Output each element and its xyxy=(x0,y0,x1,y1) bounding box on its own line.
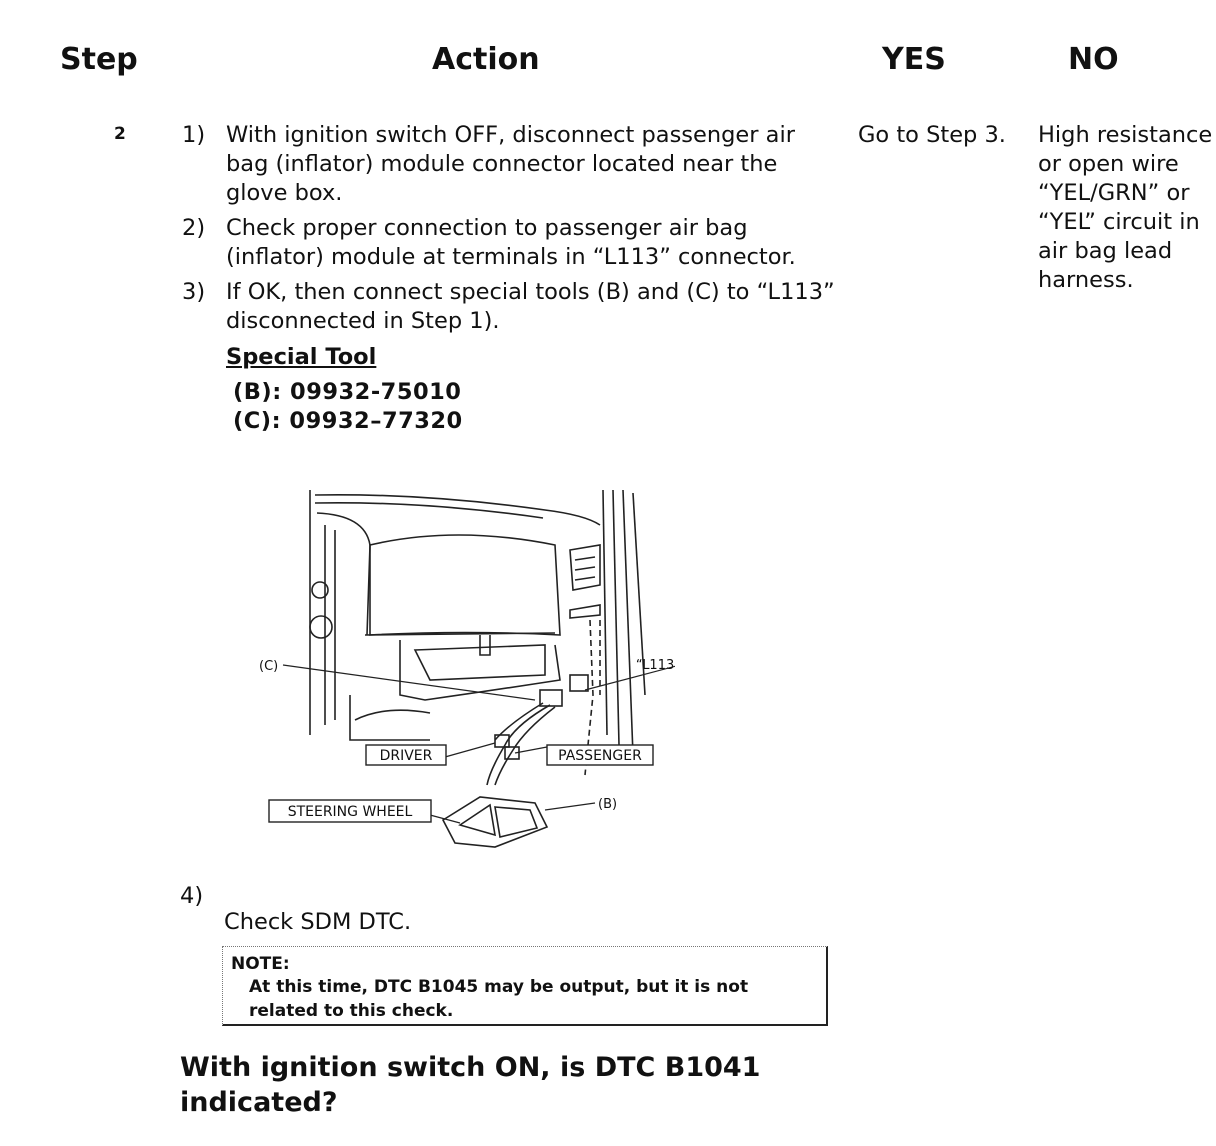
action-item-4-number: 4) xyxy=(180,883,204,909)
action-item-text: If OK, then connect special tools (B) an… xyxy=(226,279,835,334)
action-item-number: 2) xyxy=(182,215,206,241)
action-item-text: Check proper connection to passenger air… xyxy=(226,215,796,270)
figure-label-l113: “L113” xyxy=(636,658,675,673)
dashboard-connector-illustration: (C) “L113” DRIVER PASSENGER STEERING WHE… xyxy=(259,489,675,848)
special-tool-b: (B): 09932-75010 xyxy=(233,379,462,405)
note-text: At this time, DTC B1045 may be output, b… xyxy=(249,977,749,1021)
note-label: NOTE: xyxy=(231,954,290,974)
step-number: 2 xyxy=(114,124,126,144)
action-item-3: 3) If OK, then connect special tools (B)… xyxy=(182,278,842,336)
special-tool-c: (C): 09932–77320 xyxy=(233,408,463,434)
note-box: NOTE: At this time, DTC B1045 may be out… xyxy=(222,946,828,1026)
action-item-2: 2) Check proper connection to passenger … xyxy=(182,214,842,272)
figure-label-passenger: PASSENGER xyxy=(558,748,642,764)
yes-result: Go to Step 3. xyxy=(858,122,1006,148)
figure-label-c: (C) xyxy=(259,659,278,674)
column-header-yes: YES xyxy=(882,42,946,77)
figure-label-steering-wheel: STEERING WHEEL xyxy=(288,804,413,820)
no-result: High resistance or open wire “YEL/GRN” o… xyxy=(1038,122,1213,293)
step-question: With ignition switch ON, is DTC B1041 in… xyxy=(180,1052,761,1118)
special-tool-title: Special Tool xyxy=(226,344,377,370)
column-header-step: Step xyxy=(60,42,138,77)
figure-label-b: (B) xyxy=(598,797,617,812)
action-item-number: 3) xyxy=(182,279,206,305)
action-item-4-text: Check SDM DTC. xyxy=(224,909,412,935)
action-item-1: 1) With ignition switch OFF, disconnect … xyxy=(182,121,842,208)
figure-label-driver: DRIVER xyxy=(380,748,433,764)
column-header-action: Action xyxy=(432,42,540,77)
action-item-number: 1) xyxy=(182,122,206,148)
action-item-text: With ignition switch OFF, disconnect pas… xyxy=(226,122,795,206)
column-header-no: NO xyxy=(1068,42,1119,77)
